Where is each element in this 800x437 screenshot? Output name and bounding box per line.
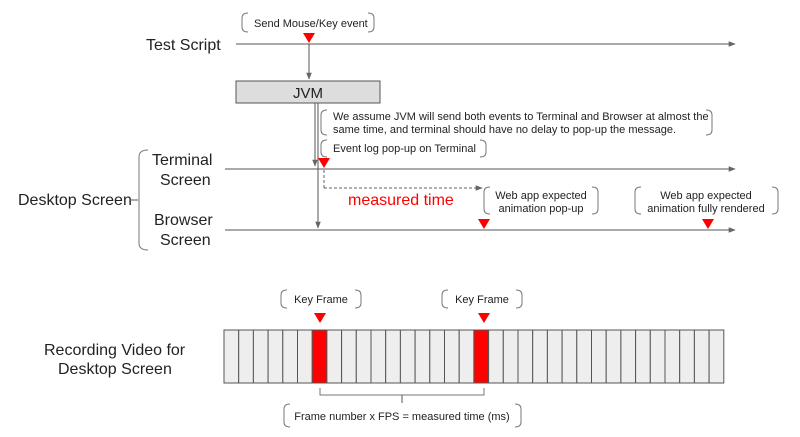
video-frame: [693, 329, 710, 384]
jvm-box: [235, 80, 381, 104]
terminal-screen-label-line2: Screen: [160, 172, 211, 189]
video-frame: [605, 329, 622, 384]
video-frame: [282, 329, 298, 384]
browser-screen-label-line2: Screen: [160, 232, 211, 249]
video-frame: [326, 329, 343, 384]
video-frame: [532, 329, 548, 384]
terminal-popup-marker: [318, 158, 330, 168]
video-frame: [414, 329, 431, 384]
video-frame: [429, 329, 445, 384]
webapp-rendered-note-line2: animation fully rendered: [647, 203, 764, 215]
webapp-popup-marker: [478, 219, 490, 229]
terminal-screen-label-line1: Terminal: [152, 152, 212, 169]
video-frame: [399, 329, 416, 384]
terminal-note-bracket-right: [479, 139, 487, 158]
formula-note-bracket-right: [514, 403, 522, 428]
key-frame-note-1-bracket-right: [354, 289, 362, 309]
key-frame-note-2-bracket-right: [515, 289, 523, 309]
desktop-screen-label: Desktop Screen: [18, 192, 132, 209]
video-frame: [297, 329, 313, 384]
video-frame: [708, 329, 725, 384]
video-frame: [267, 329, 284, 384]
video-frame: [355, 329, 372, 384]
video-frame: [649, 329, 666, 384]
webapp-rendered-note-bracket-right: [771, 186, 779, 215]
assumption-note-bracket-right: [705, 109, 713, 136]
key-frame-note-1-bracket-left: [280, 289, 288, 309]
assumption-note-bracket-left: [320, 109, 328, 136]
browser-screen-label-line1: Browser: [154, 212, 213, 229]
webapp-rendered-note-line1: Web app expected: [660, 190, 752, 202]
video-frame: [620, 329, 637, 384]
webapp-popup-note-line2: animation pop-up: [498, 203, 583, 215]
video-frame: [223, 329, 240, 384]
video-frame: [517, 329, 534, 384]
video-frame: [370, 329, 387, 384]
key-frame-marker-2: [478, 313, 490, 323]
video-frame: [502, 329, 519, 384]
test-script-label: Test Script: [146, 37, 221, 54]
video-frame: [444, 329, 460, 384]
video-frame: [252, 329, 269, 384]
key-frame-label-1: Key Frame: [294, 294, 348, 306]
webapp-rendered-marker: [702, 219, 714, 229]
video-frame: [561, 329, 578, 384]
key-frame: [311, 329, 328, 384]
key-frame-note-2-bracket-left: [441, 289, 449, 309]
recording-label-line1: Recording Video for: [44, 342, 186, 359]
frame-span-bracket: [319, 388, 485, 396]
assumption-note-line1: We assume JVM will send both events to T…: [333, 111, 709, 123]
webapp-popup-note-bracket-left: [483, 186, 491, 215]
video-frame: [546, 329, 563, 384]
jvm-label: JVM: [293, 85, 323, 102]
video-frame: [488, 329, 504, 384]
key-frame-marker-1: [314, 313, 326, 323]
webapp-popup-note-bracket-right: [591, 186, 599, 215]
send-event-note-bracket-left: [241, 12, 249, 33]
key-frame-label-2: Key Frame: [455, 294, 509, 306]
video-frame: [238, 329, 254, 384]
key-frame: [473, 329, 490, 384]
send-event-note-bracket-right: [367, 12, 375, 33]
video-frame: [635, 329, 651, 384]
formula-note-bracket-left: [283, 403, 291, 428]
webapp-popup-note-line1: Web app expected: [495, 190, 587, 202]
send-event-note: Send Mouse/Key event: [254, 18, 368, 30]
video-frame: [591, 329, 607, 384]
assumption-note-line2: same time, and terminal should have no d…: [333, 124, 676, 136]
recording-label-line2: Desktop Screen: [58, 361, 172, 378]
video-frame: [458, 329, 475, 384]
measured-time-label: measured time: [348, 192, 454, 209]
video-frame: [385, 329, 401, 384]
desktop-screen-bracket: [138, 149, 149, 251]
frame-strip: [223, 329, 725, 384]
terminal-note: Event log pop-up on Terminal: [333, 143, 476, 155]
terminal-note-bracket-left: [320, 139, 328, 158]
send-event-marker: [303, 33, 315, 43]
video-frame: [679, 329, 695, 384]
formula-note: Frame number x FPS = measured time (ms): [294, 411, 509, 423]
webapp-rendered-note-bracket-left: [634, 186, 642, 215]
video-frame: [576, 329, 592, 384]
video-frame: [341, 329, 357, 384]
video-frame: [664, 329, 681, 384]
